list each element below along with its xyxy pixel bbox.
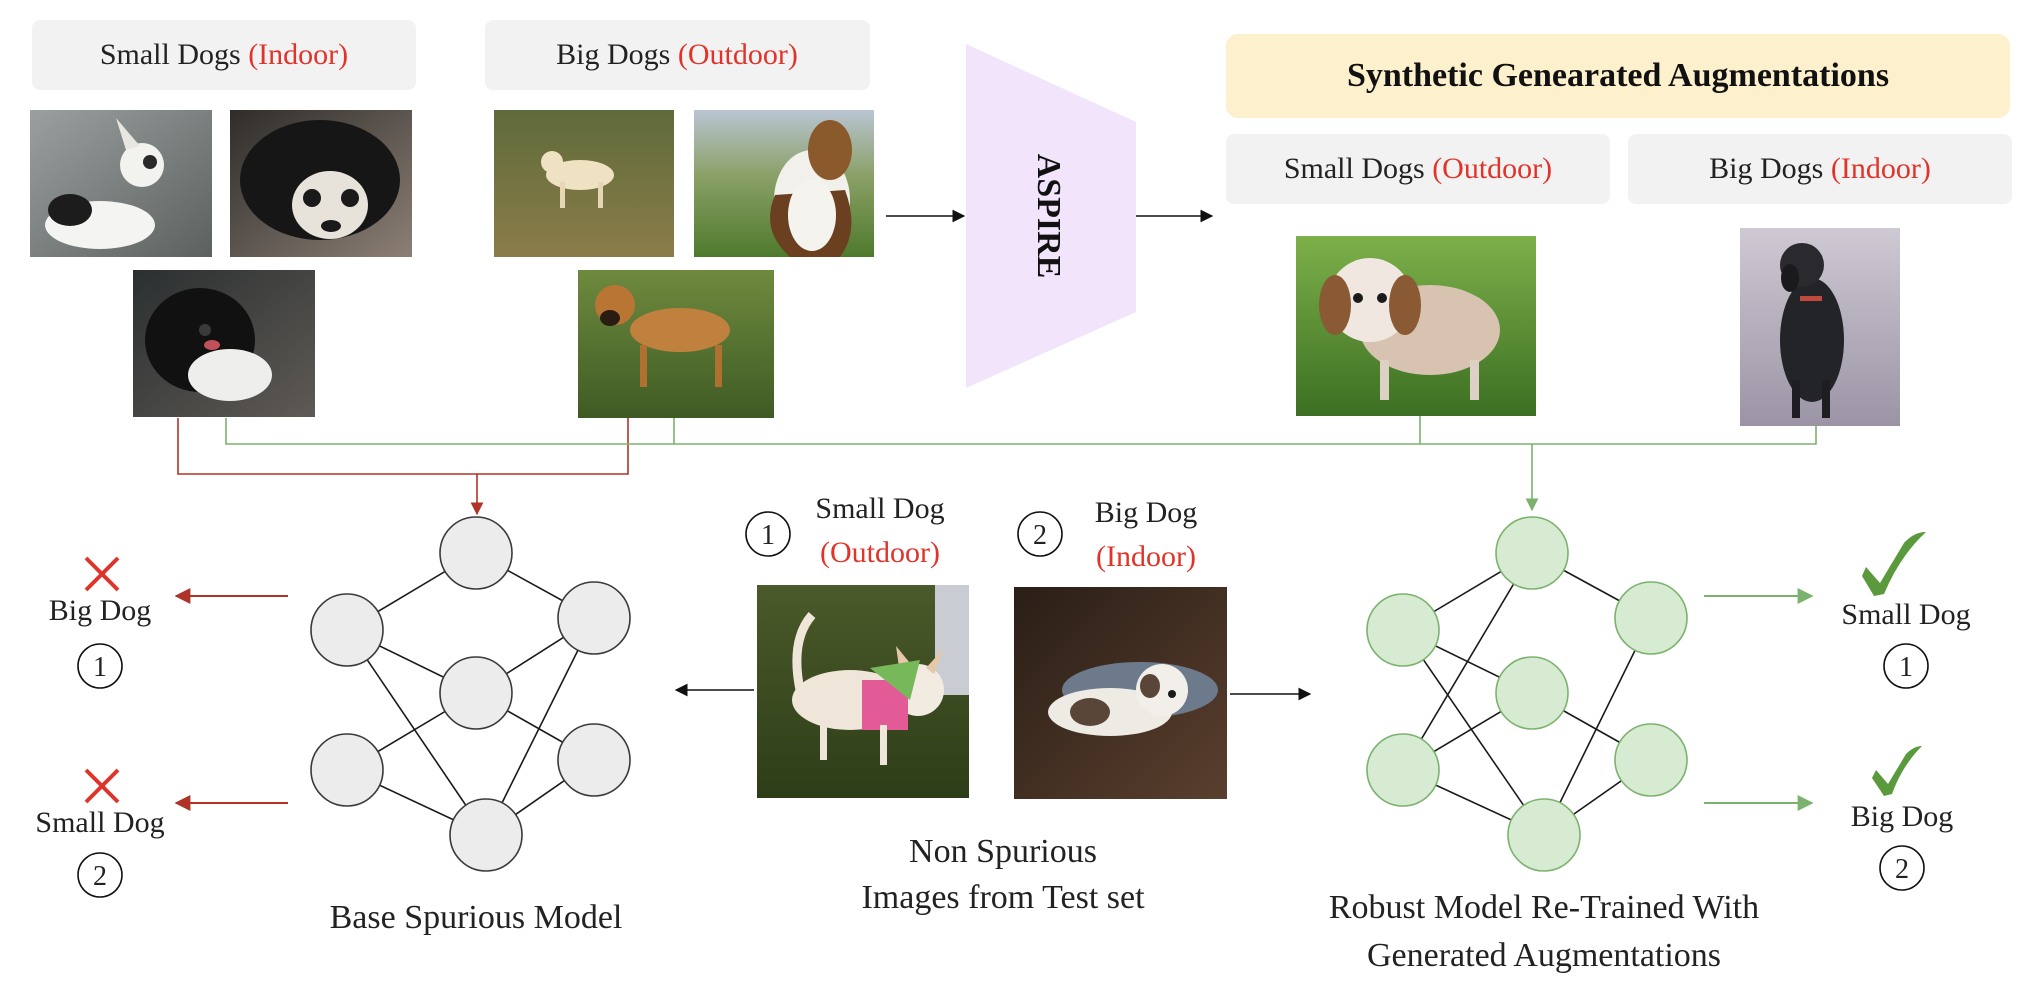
test-image-context: (Outdoor) xyxy=(820,536,940,569)
photo-test-small-outdoor xyxy=(757,585,969,798)
base-node xyxy=(449,798,523,872)
big-indoor-label: Big Dogs (Indoor) xyxy=(1709,152,1931,185)
index-circle xyxy=(77,852,123,898)
base-node xyxy=(557,581,631,655)
base-model-caption: Base Spurious Model xyxy=(330,899,623,936)
synthetic-augmentations: Synthetic Genearated Augmentations Small… xyxy=(1226,34,2012,426)
robust-node xyxy=(1614,723,1688,797)
base-output-2: Small Dog 2 xyxy=(35,768,165,898)
test-image-name: Small Dog xyxy=(815,492,944,525)
base-output-label: Big Dog xyxy=(49,594,152,627)
index-circle xyxy=(1883,643,1929,689)
photo-big-outdoor-3 xyxy=(578,270,774,418)
base-node xyxy=(439,656,513,730)
robust-node xyxy=(1614,581,1688,655)
robust-node xyxy=(1366,593,1440,667)
check-icon xyxy=(1862,532,1926,596)
index-circle xyxy=(77,643,123,689)
test-image-index: 1 xyxy=(761,520,775,551)
wrong-x-icon xyxy=(84,768,120,804)
photo-small-indoor-2 xyxy=(230,110,412,257)
robust-caption-line1: Robust Model Re-Trained With xyxy=(1329,889,1759,926)
big-outdoor-label-box xyxy=(485,20,870,90)
aspire-module: ASPIRE xyxy=(966,44,1136,388)
small-indoor-label: Small Dogs (Indoor) xyxy=(100,38,348,71)
robust-output-1: Small Dog 1 xyxy=(1841,532,1971,689)
base-node xyxy=(557,723,631,797)
test-image-context: (Indoor) xyxy=(1096,540,1196,573)
test-caption-line1: Non Spurious xyxy=(909,833,1097,870)
input-group-big-outdoor: Big Dogs (Outdoor) xyxy=(485,20,874,418)
green-connectors xyxy=(225,416,1817,512)
base-output-label: Small Dog xyxy=(35,806,164,839)
robust-node xyxy=(1507,798,1581,872)
small-outdoor-label: Small Dogs (Outdoor) xyxy=(1284,152,1552,185)
photo-big-outdoor-1 xyxy=(494,110,674,257)
base-output-index: 1 xyxy=(93,652,107,683)
robust-output-index: 2 xyxy=(1895,854,1909,885)
test-image-2: 2 Big Dog (Indoor) xyxy=(1014,496,1227,799)
base-output-index: 2 xyxy=(93,861,107,892)
test-image-1: 1 Small Dog (Outdoor) xyxy=(745,492,969,798)
robust-output-index: 1 xyxy=(1899,652,1913,683)
photo-small-indoor-1 xyxy=(30,110,212,257)
test-caption-line2: Images from Test set xyxy=(861,879,1145,916)
robust-node xyxy=(1495,516,1569,590)
aspire-trapezoid xyxy=(966,44,1136,388)
robust-node xyxy=(1495,656,1569,730)
test-image-index: 2 xyxy=(1033,520,1047,551)
aspire-label: ASPIRE xyxy=(1030,154,1067,279)
wrong-x-icon xyxy=(84,556,120,592)
robust-network xyxy=(1366,516,1688,872)
index-circle xyxy=(745,511,791,557)
robust-output-label: Small Dog xyxy=(1841,598,1970,631)
photo-big-outdoor-2 xyxy=(694,110,874,257)
photo-test-big-indoor xyxy=(1014,587,1227,799)
red-connectors xyxy=(177,418,629,516)
synthetic-title: Synthetic Genearated Augmentations xyxy=(1347,57,1889,94)
index-circle xyxy=(1879,845,1925,891)
big-outdoor-label: Big Dogs (Outdoor) xyxy=(556,38,798,71)
robust-caption-line2: Generated Augmentations xyxy=(1367,937,1721,974)
small-outdoor-label-box xyxy=(1226,134,1610,204)
check-icon xyxy=(1872,746,1922,796)
base-node xyxy=(310,733,384,807)
big-indoor-label-box xyxy=(1628,134,2012,204)
robust-output-2: Big Dog 2 xyxy=(1851,746,1954,891)
test-image-name: Big Dog xyxy=(1095,496,1198,529)
synthetic-title-box xyxy=(1226,34,2010,118)
base-output-1: Big Dog 1 xyxy=(49,556,152,689)
index-circle xyxy=(1017,511,1063,557)
robust-output-label: Big Dog xyxy=(1851,800,1954,833)
photo-synthetic-small-outdoor xyxy=(1296,236,1536,416)
small-indoor-label-box xyxy=(32,20,416,90)
base-node xyxy=(310,593,384,667)
robust-node xyxy=(1366,733,1440,807)
base-node xyxy=(439,516,513,590)
photo-small-indoor-3 xyxy=(133,270,315,417)
photo-synthetic-big-indoor xyxy=(1740,228,1900,426)
base-spurious-network xyxy=(310,516,631,872)
input-group-small-indoor: Small Dogs (Indoor) xyxy=(30,20,416,417)
